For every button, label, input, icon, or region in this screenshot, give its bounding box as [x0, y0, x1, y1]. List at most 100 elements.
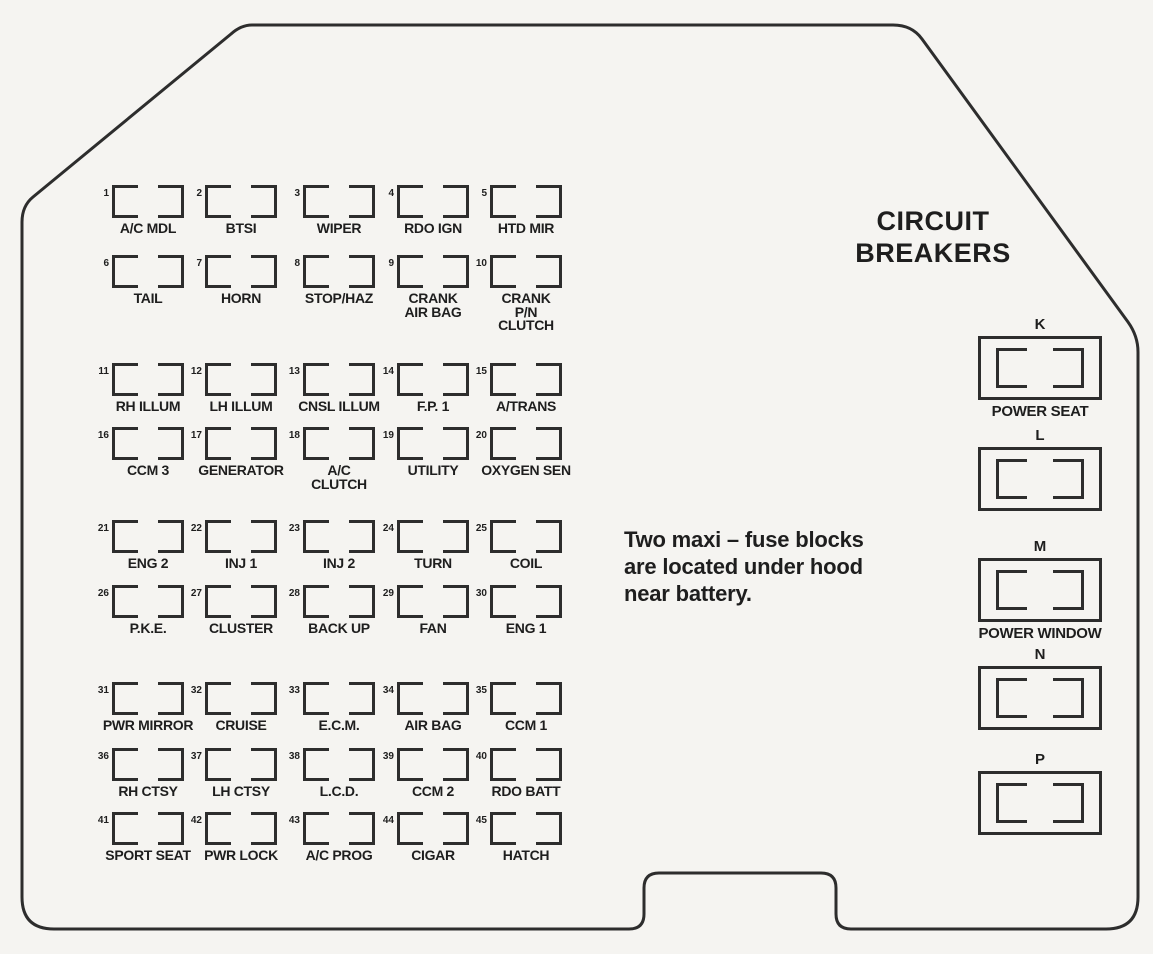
fuse-label: CCM 1	[504, 717, 548, 733]
breaker-N: N	[978, 646, 1102, 730]
fuse-label: COIL	[509, 555, 543, 571]
fuse-clip-right-icon	[443, 427, 469, 460]
fuse-label: CIGAR	[411, 847, 455, 863]
fuse-clip-right-icon	[251, 748, 277, 781]
breaker-letter: P	[1034, 751, 1045, 768]
fuse-clip-right-icon	[158, 255, 184, 288]
fuse-clip-right-icon	[349, 812, 375, 845]
fuse-clip-right-icon	[349, 185, 375, 218]
fuse-label: CLUSTER	[208, 620, 273, 636]
fuse-number: 20	[475, 430, 487, 441]
fuse-clip-right-icon	[536, 255, 562, 288]
fuse-clip-right-icon	[349, 427, 375, 460]
fuse-number: 3	[294, 188, 300, 199]
fuse-number: 30	[475, 588, 487, 599]
fuse-number: 26	[97, 588, 109, 599]
fuse-clip-right-icon	[536, 682, 562, 715]
fuse-label: CRUISE	[215, 717, 267, 733]
fuse-clip-left-icon	[490, 255, 516, 288]
fuse-number: 38	[288, 751, 300, 762]
fuse-clip-left-icon	[490, 682, 516, 715]
fuse-clip-left-icon	[205, 185, 231, 218]
breaker-letter: L	[1035, 427, 1045, 444]
fuse-number: 34	[382, 685, 394, 696]
fuse-label: F.P. 1	[416, 398, 450, 414]
fuse-clip-right-icon	[251, 585, 277, 618]
fuse-clip-left-icon	[397, 585, 423, 618]
fuse-clip-right-icon	[443, 585, 469, 618]
fuse-label: TURN	[414, 555, 452, 571]
fuse-number: 18	[288, 430, 300, 441]
fuse-clip-right-icon	[443, 748, 469, 781]
fuse-number: 32	[190, 685, 202, 696]
fuse-clip-right-icon	[251, 255, 277, 288]
fuse-clip-right-icon	[158, 812, 184, 845]
breaker-clip-right-icon	[1053, 678, 1084, 718]
fuse-clip-left-icon	[303, 427, 329, 460]
fuse-number: 8	[294, 258, 300, 269]
fuse-label: AIR BAG	[404, 717, 462, 733]
breaker-clip-right-icon	[1053, 459, 1084, 499]
fuse-number: 45	[475, 815, 487, 826]
fuse-label: HTD MIR	[497, 220, 555, 236]
breaker-body-icon	[978, 447, 1102, 511]
fuse-label: BTSI	[225, 220, 257, 236]
breaker-letter: M	[1033, 538, 1047, 555]
fuse-label: RH ILLUM	[115, 398, 181, 414]
fuse-clip-left-icon	[205, 585, 231, 618]
fuse-clip-left-icon	[490, 363, 516, 396]
fuse-number: 24	[382, 523, 394, 534]
fuse-clip-left-icon	[112, 363, 138, 396]
fuse-clip-right-icon	[158, 520, 184, 553]
breaker-clip-right-icon	[1053, 783, 1084, 823]
fuse-clip-left-icon	[397, 363, 423, 396]
fuse-clip-right-icon	[349, 748, 375, 781]
fuse-number: 36	[97, 751, 109, 762]
fuse-clip-right-icon	[443, 812, 469, 845]
fuse-clip-right-icon	[158, 427, 184, 460]
breaker-P: P	[978, 751, 1102, 835]
fuse-number: 11	[98, 366, 109, 377]
fuse-number: 13	[288, 366, 300, 377]
fuse-number: 35	[475, 685, 487, 696]
fuse-clip-left-icon	[490, 812, 516, 845]
fuse-clip-right-icon	[443, 185, 469, 218]
fuse-clip-right-icon	[251, 682, 277, 715]
fuse-number: 40	[475, 751, 487, 762]
fuse-clip-left-icon	[205, 682, 231, 715]
fuse-clip-left-icon	[490, 185, 516, 218]
fuse-clip-right-icon	[349, 585, 375, 618]
fuse-number: 12	[190, 366, 202, 377]
fuse-clip-right-icon	[536, 427, 562, 460]
fuse-11: 11 RH ILLUM	[98, 363, 184, 413]
fuse-number: 39	[382, 751, 394, 762]
fuse-number: 41	[97, 815, 109, 826]
fuse-label: RDO BATT	[491, 783, 561, 799]
fuse-clip-left-icon	[397, 520, 423, 553]
fuse-clip-right-icon	[536, 185, 562, 218]
fuse-clip-right-icon	[536, 520, 562, 553]
fuse-clip-left-icon	[397, 255, 423, 288]
fuse-clip-right-icon	[251, 427, 277, 460]
fuse-clip-right-icon	[158, 185, 184, 218]
fuse-number: 21	[97, 523, 109, 534]
fuse-clip-left-icon	[397, 427, 423, 460]
fuse-clip-right-icon	[158, 363, 184, 396]
